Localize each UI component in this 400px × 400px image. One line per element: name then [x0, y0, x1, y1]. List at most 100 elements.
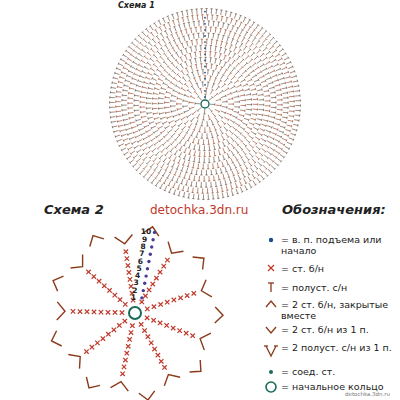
stitch-mark	[188, 101, 189, 103]
stitch-mark	[211, 40, 213, 45]
stitch-mark	[137, 124, 139, 126]
stitch-mark	[274, 149, 275, 151]
stitch-mark	[144, 66, 145, 68]
stitch-mark	[265, 100, 270, 101]
stitch-mark	[199, 51, 201, 52]
stitch-mark	[130, 122, 135, 123]
stitch-mark	[206, 133, 207, 138]
stitch-mark	[176, 33, 178, 38]
increase-mark	[168, 242, 183, 254]
stitch-mark	[177, 108, 182, 110]
stitch-mark	[238, 95, 240, 97]
stitch-mark	[214, 145, 215, 150]
stitch-mark	[183, 158, 185, 160]
stitch-mark	[203, 21, 204, 26]
stitch-mark	[163, 53, 165, 55]
stitch-mark	[122, 109, 127, 110]
stitch-mark	[234, 85, 235, 87]
stitch-mark	[128, 46, 129, 48]
stitch-mark	[191, 181, 193, 186]
stitch-mark	[132, 141, 136, 143]
stitch-mark	[117, 139, 122, 141]
stitch-mark	[171, 126, 172, 128]
stitch-mark	[277, 79, 279, 81]
stitch-mark	[135, 39, 139, 42]
stitch-mark	[170, 154, 173, 158]
start-dot	[204, 11, 206, 13]
stitch-mark	[159, 113, 161, 115]
stitch-mark	[148, 87, 150, 89]
stitch-mark	[154, 73, 155, 75]
stitch-mark	[116, 67, 118, 69]
stitch-mark	[131, 55, 135, 58]
stitch-mark	[179, 191, 180, 196]
stitch-mark	[231, 81, 233, 83]
stitch-mark	[279, 141, 280, 143]
stitch-mark	[165, 170, 167, 171]
stitch-mark	[121, 104, 122, 106]
stitch-mark	[139, 54, 143, 57]
stitch-mark	[247, 80, 252, 82]
start-dot	[204, 47, 206, 49]
stitch-mark	[210, 76, 211, 81]
stitch-mark	[224, 117, 228, 120]
stitch-mark	[142, 87, 147, 88]
stitch-mark	[175, 59, 177, 60]
stitch-mark	[129, 93, 134, 95]
stitch-mark	[197, 168, 199, 169]
stitch-mark	[263, 120, 268, 121]
stitch-mark	[220, 181, 221, 186]
stitch-mark	[251, 132, 255, 135]
stitch-mark	[166, 166, 169, 170]
stitch-mark	[300, 99, 301, 101]
stitch-mark	[186, 10, 188, 15]
stitch-mark	[138, 129, 140, 131]
stitch-mark	[252, 137, 253, 139]
stitch-mark	[208, 20, 210, 21]
stitch-mark	[148, 88, 153, 89]
stitch-mark	[220, 47, 221, 52]
stitch-mark	[236, 90, 238, 92]
stitch-mark	[210, 182, 211, 187]
stitch-mark	[201, 39, 202, 44]
stitch-mark	[254, 162, 256, 164]
stitch-mark	[252, 141, 256, 144]
stitch-mark	[273, 161, 275, 163]
stitch-mark	[175, 32, 177, 34]
start-dot	[204, 29, 206, 31]
stitch-mark	[215, 27, 217, 28]
stitch-mark	[265, 125, 267, 127]
stitch-mark	[158, 78, 159, 80]
stitch-mark	[175, 119, 179, 122]
stitch-mark	[232, 97, 234, 99]
stitch-mark	[164, 30, 166, 31]
stitch-mark	[172, 176, 174, 181]
stitch-mark	[188, 90, 192, 93]
stitch-mark	[246, 32, 248, 33]
sc-mark	[139, 322, 143, 326]
stitch-mark	[253, 70, 254, 72]
stitch-mark	[198, 76, 200, 78]
stitch-mark	[199, 151, 201, 156]
sc-mark	[171, 326, 175, 330]
stitch-mark	[234, 101, 239, 102]
stitch-mark	[226, 18, 227, 23]
stitch-mark	[234, 97, 239, 98]
stitch-mark	[202, 188, 203, 193]
stitch-mark	[219, 60, 221, 65]
stitch-mark	[298, 85, 300, 87]
stitch-mark	[207, 69, 209, 70]
stitch-mark	[228, 143, 230, 144]
stitch-mark	[293, 110, 294, 112]
stitch-mark	[246, 99, 251, 101]
stitch-mark	[159, 42, 162, 46]
stitch-mark	[119, 82, 124, 83]
stitch-mark	[226, 133, 229, 137]
stitch-mark	[198, 33, 200, 38]
stitch-mark	[112, 83, 117, 84]
stitch-mark	[143, 138, 144, 140]
increase-mark	[200, 333, 211, 350]
stitch-mark	[178, 92, 179, 94]
stitch-mark	[131, 42, 133, 44]
stitch-mark	[231, 151, 233, 155]
